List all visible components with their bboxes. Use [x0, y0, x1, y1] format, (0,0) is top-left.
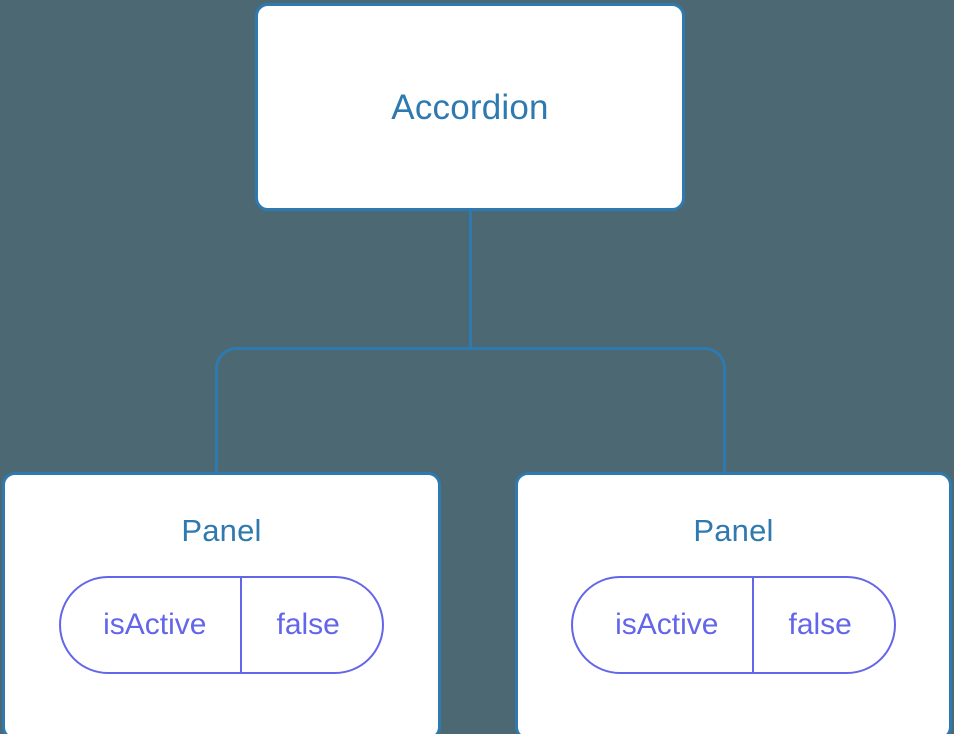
prop-value-right: false: [788, 608, 852, 641]
node-accordion-title: Accordion: [391, 87, 549, 127]
node-panel-left[interactable]: Panel isActive false: [2, 472, 441, 734]
edge-to-panel-right: [470, 347, 726, 490]
node-panel-left-title: Panel: [181, 513, 262, 548]
prop-value-left: false: [276, 608, 340, 641]
edge-to-panel-left: [215, 347, 471, 490]
prop-pill-is-active-left[interactable]: isActive false: [59, 576, 384, 674]
prop-pill-is-active-right[interactable]: isActive false: [571, 576, 896, 674]
node-accordion[interactable]: Accordion: [255, 3, 685, 211]
node-panel-right-title: Panel: [693, 513, 774, 548]
prop-key-right: isActive: [573, 578, 755, 672]
prop-key-left: isActive: [61, 578, 243, 672]
node-panel-right[interactable]: Panel isActive false: [515, 472, 952, 734]
